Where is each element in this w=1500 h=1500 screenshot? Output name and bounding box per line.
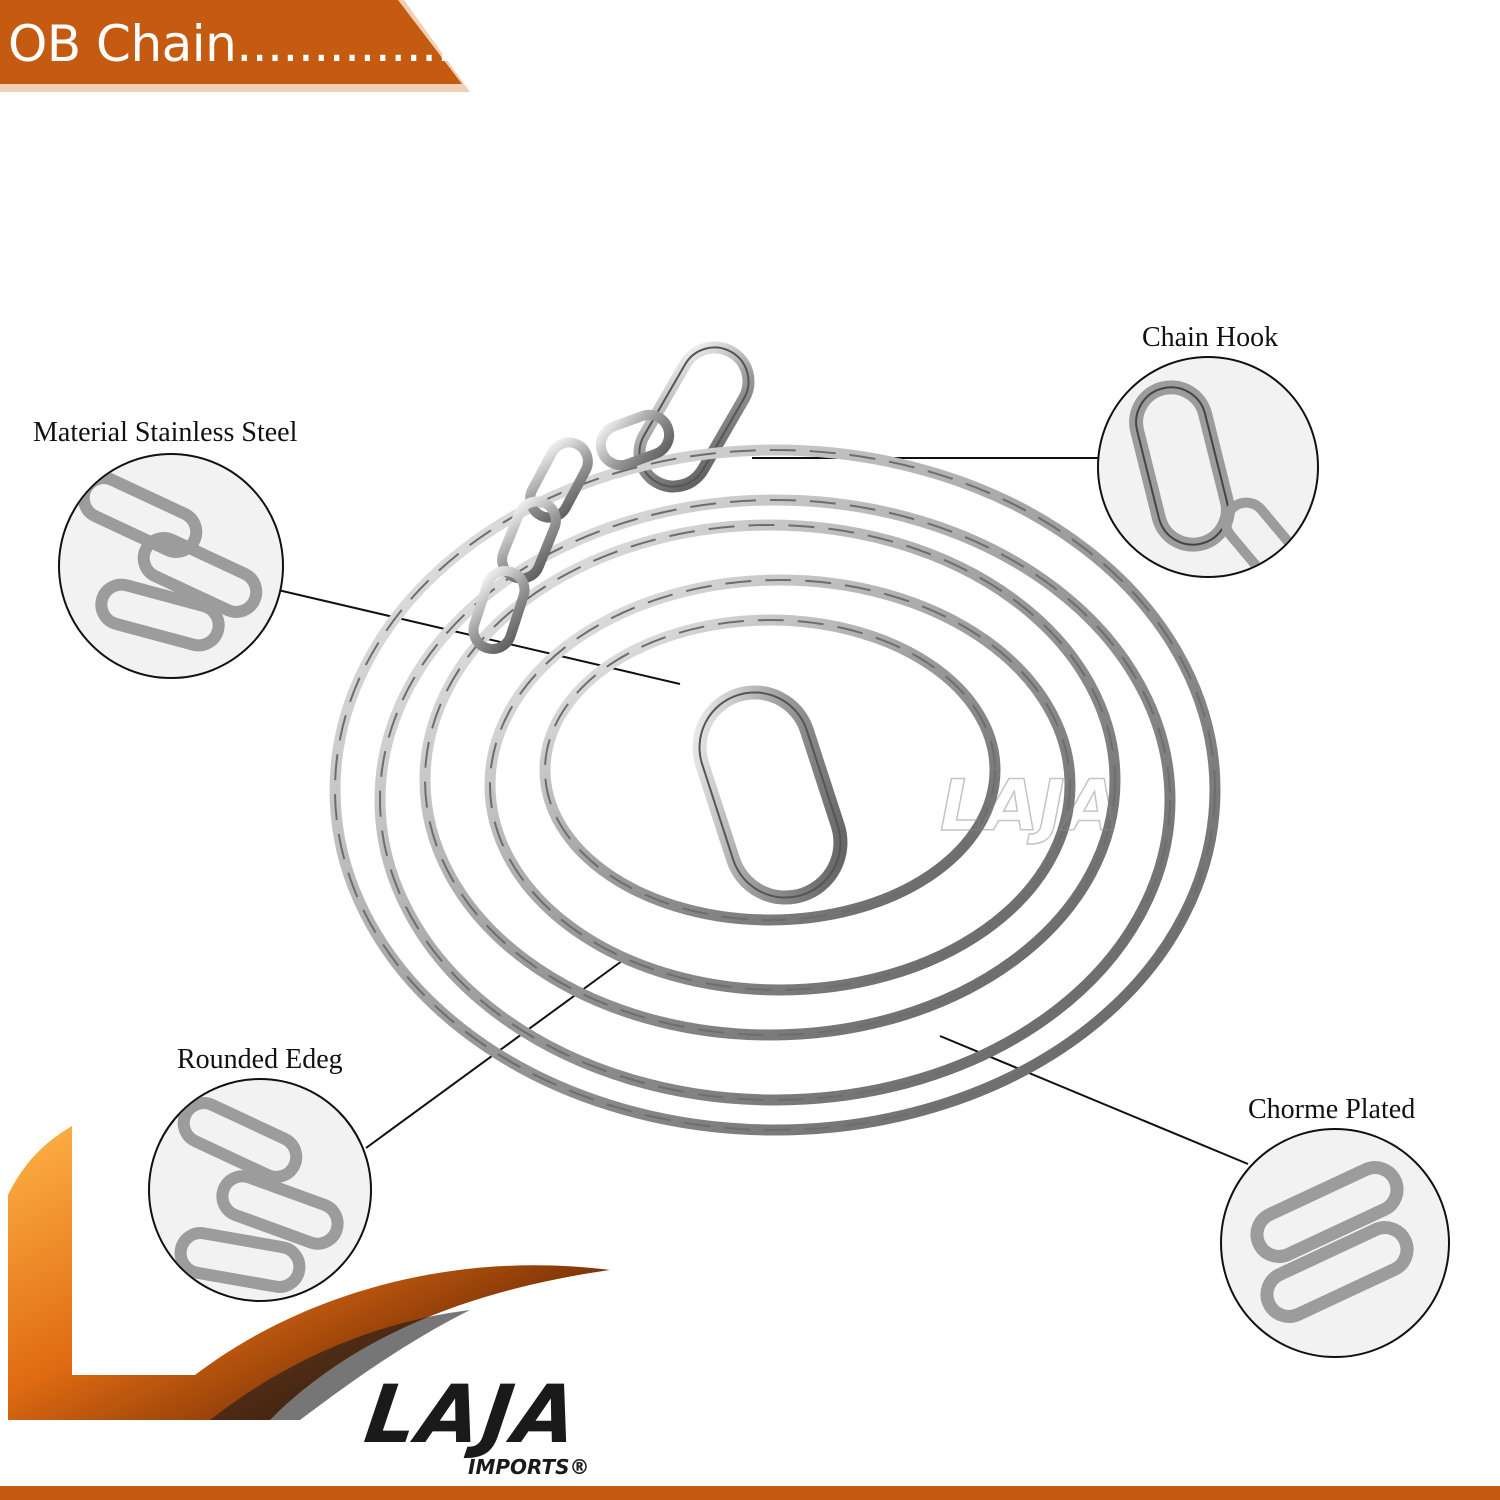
chain-hook-closeup-icon bbox=[1097, 356, 1319, 578]
logo-wordmark: LAJA bbox=[359, 1368, 586, 1461]
label-rounded-edge: Rounded Edeg bbox=[177, 1044, 343, 1075]
chain-links-closeup-icon bbox=[58, 453, 284, 679]
main-chain-image: LAJA bbox=[329, 341, 1221, 1136]
logo-subtitle: IMPORTS® bbox=[468, 1455, 590, 1479]
rounded-edge-closeup-icon bbox=[148, 1078, 372, 1302]
svg-text:LAJA: LAJA bbox=[940, 765, 1119, 847]
label-material: Material Stainless Steel bbox=[33, 417, 298, 448]
header-banner: OB Chain.............. bbox=[0, 0, 470, 92]
chrome-plated-closeup-icon bbox=[1220, 1128, 1450, 1358]
label-chrome-plated: Chorme Plated bbox=[1248, 1094, 1416, 1125]
bottom-accent-bar bbox=[0, 1486, 1500, 1500]
flame-logo-icon bbox=[0, 1120, 620, 1490]
banner-shape bbox=[0, 0, 470, 92]
label-chain-hook: Chain Hook bbox=[1142, 322, 1279, 353]
page-title: OB Chain.............. bbox=[8, 15, 452, 73]
